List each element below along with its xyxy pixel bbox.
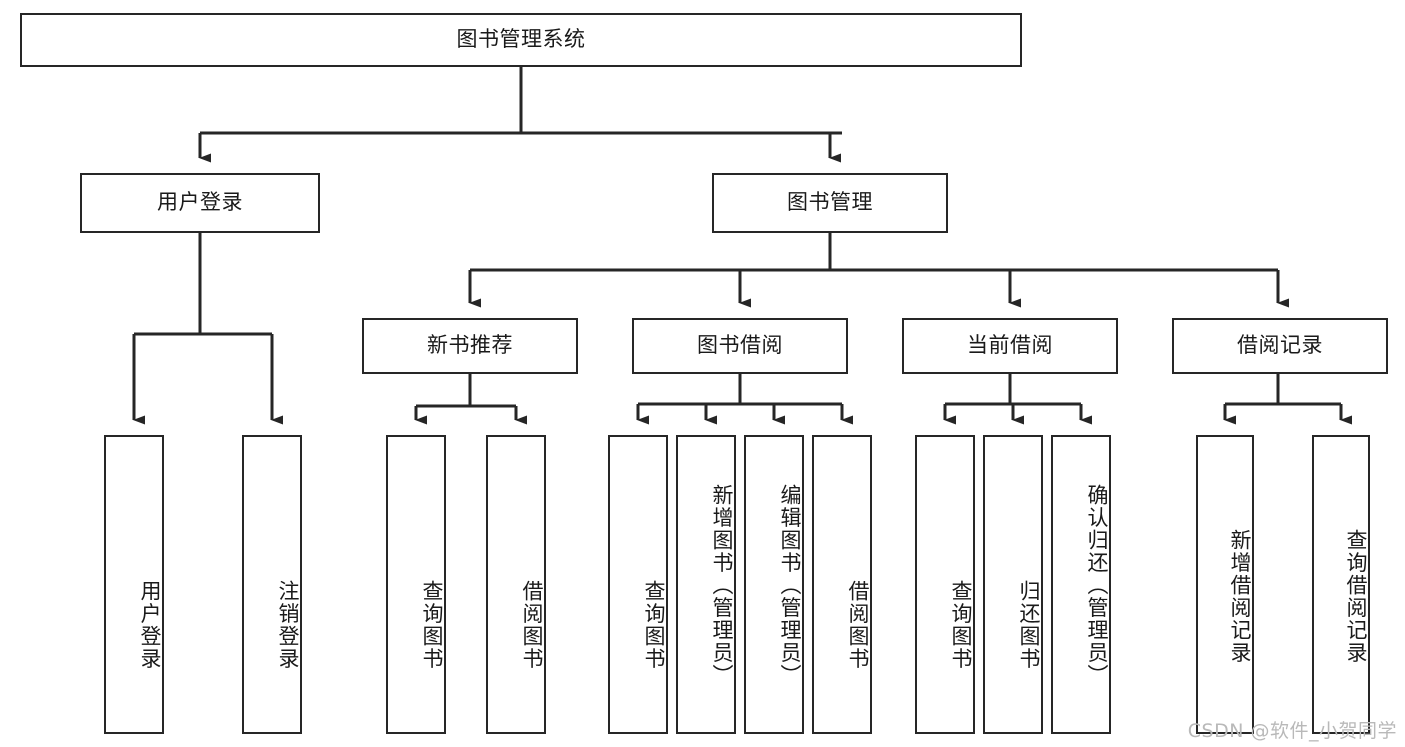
node-current-borrow-label: 当前借阅 [967, 333, 1053, 358]
node-leaf-return-book[interactable]: 归还图书 [983, 435, 1043, 734]
node-leaf-query-record[interactable]: 查询借阅记录 [1312, 435, 1370, 734]
node-leaf-confirm-return[interactable]: 确认归还（管理员） [1051, 435, 1111, 734]
node-borrow-record-label: 借阅记录 [1237, 333, 1323, 358]
node-leaf-logout[interactable]: 注销登录 [242, 435, 302, 734]
edge-bookmanage-to-level2 [468, 233, 1289, 308]
node-current-borrow[interactable]: 当前借阅 [902, 318, 1118, 374]
node-leaf-query-book-2[interactable]: 查询图书 [608, 435, 668, 734]
node-user-login-label: 用户登录 [157, 190, 243, 215]
node-new-book-recommend[interactable]: 新书推荐 [362, 318, 578, 374]
node-root[interactable]: 图书管理系统 [20, 13, 1022, 67]
node-root-label: 图书管理系统 [456, 27, 586, 52]
node-leaf-return-book-label: 归还图书 [1017, 579, 1041, 670]
node-leaf-query-book-3-label: 查询图书 [949, 579, 973, 670]
node-leaf-query-book-1[interactable]: 查询图书 [386, 435, 446, 734]
watermark-text: CSDN @软件_小贺同学 [1187, 720, 1397, 742]
node-leaf-user-login[interactable]: 用户登录 [104, 435, 164, 734]
node-leaf-confirm-return-label: 确认归还（管理员） [1085, 484, 1109, 687]
edge-borrowrecord-to-leaves [1223, 374, 1352, 425]
node-leaf-add-record-label: 新增借阅记录 [1228, 529, 1252, 664]
edge-userlogin-to-leaves [132, 233, 283, 425]
node-leaf-add-book[interactable]: 新增图书（管理员） [676, 435, 736, 734]
edge-currentborrow-to-leaves [943, 374, 1092, 425]
node-book-borrow-label: 图书借阅 [697, 333, 783, 358]
edge-root-to-level1 [198, 67, 842, 163]
node-leaf-user-login-label: 用户登录 [138, 579, 162, 670]
node-leaf-add-record[interactable]: 新增借阅记录 [1196, 435, 1254, 734]
node-leaf-edit-book-label: 编辑图书（管理员） [778, 484, 802, 687]
node-leaf-add-book-label: 新增图书（管理员） [710, 484, 734, 687]
node-leaf-borrow-book-1[interactable]: 借阅图书 [486, 435, 546, 734]
node-leaf-query-book-1-label: 查询图书 [420, 579, 444, 670]
node-leaf-edit-book[interactable]: 编辑图书（管理员） [744, 435, 804, 734]
node-user-login[interactable]: 用户登录 [80, 173, 320, 233]
edge-newbook-to-leaves [414, 374, 527, 425]
node-book-manage-label: 图书管理 [787, 190, 873, 215]
node-leaf-query-book-3[interactable]: 查询图书 [915, 435, 975, 734]
node-leaf-logout-label: 注销登录 [276, 579, 300, 670]
node-new-book-recommend-label: 新书推荐 [427, 333, 513, 358]
node-leaf-borrow-book-2[interactable]: 借阅图书 [812, 435, 872, 734]
node-book-borrow[interactable]: 图书借阅 [632, 318, 848, 374]
node-leaf-query-record-label: 查询借阅记录 [1344, 529, 1368, 664]
node-leaf-borrow-book-2-label: 借阅图书 [846, 579, 870, 670]
node-leaf-borrow-book-1-label: 借阅图书 [520, 579, 544, 670]
node-book-manage[interactable]: 图书管理 [712, 173, 948, 233]
node-leaf-query-book-2-label: 查询图书 [642, 579, 666, 670]
node-borrow-record[interactable]: 借阅记录 [1172, 318, 1388, 374]
edge-bookborrow-to-leaves [636, 374, 853, 425]
